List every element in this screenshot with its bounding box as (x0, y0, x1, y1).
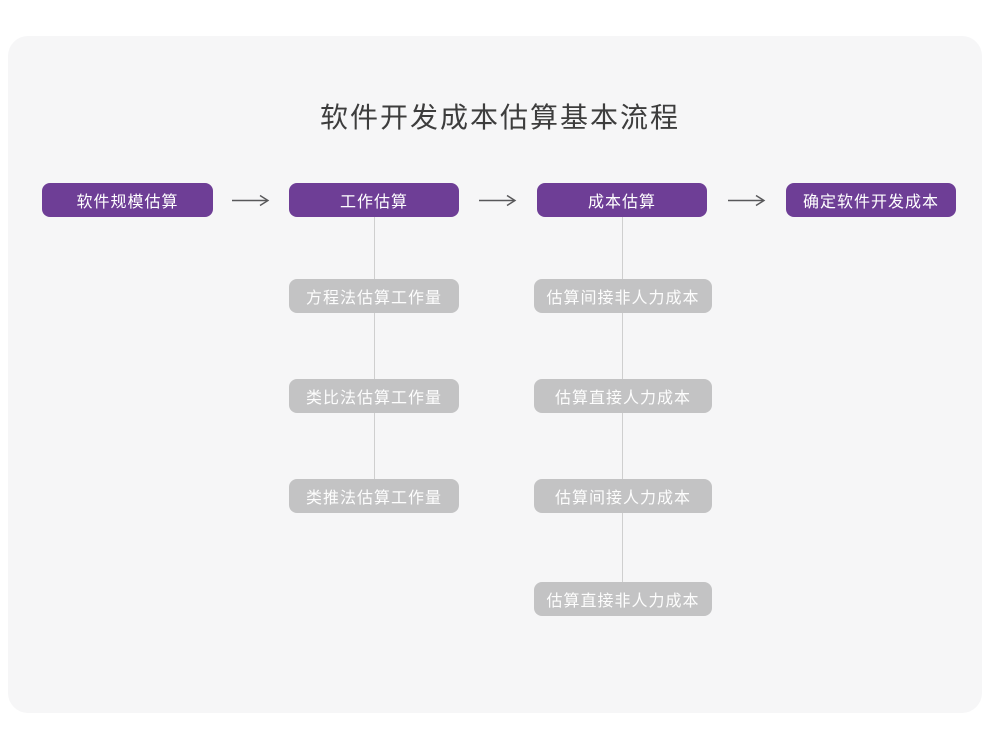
connector-line-work (374, 217, 375, 497)
node-extrapolation-method: 类推法估算工作量 (289, 479, 459, 513)
node-indirect-labor-cost: 估算间接人力成本 (534, 479, 712, 513)
node-indirect-nonlabor-cost: 估算间接非人力成本 (534, 279, 712, 313)
node-software-scale-estimation: 软件规模估算 (42, 183, 213, 217)
arrow-right-icon (479, 194, 517, 207)
node-direct-nonlabor-cost: 估算直接非人力成本 (534, 582, 712, 616)
arrow-right-icon (232, 194, 270, 207)
node-determine-development-cost: 确定软件开发成本 (786, 183, 956, 217)
page-title: 软件开发成本估算基本流程 (319, 102, 680, 133)
diagram-card (8, 36, 982, 713)
arrow-right-icon (728, 194, 766, 207)
node-direct-labor-cost: 估算直接人力成本 (534, 379, 712, 413)
node-work-estimation: 工作估算 (289, 183, 459, 217)
node-cost-estimation: 成本估算 (537, 183, 707, 217)
node-analogy-method: 类比法估算工作量 (289, 379, 459, 413)
node-equation-method: 方程法估算工作量 (289, 279, 459, 313)
